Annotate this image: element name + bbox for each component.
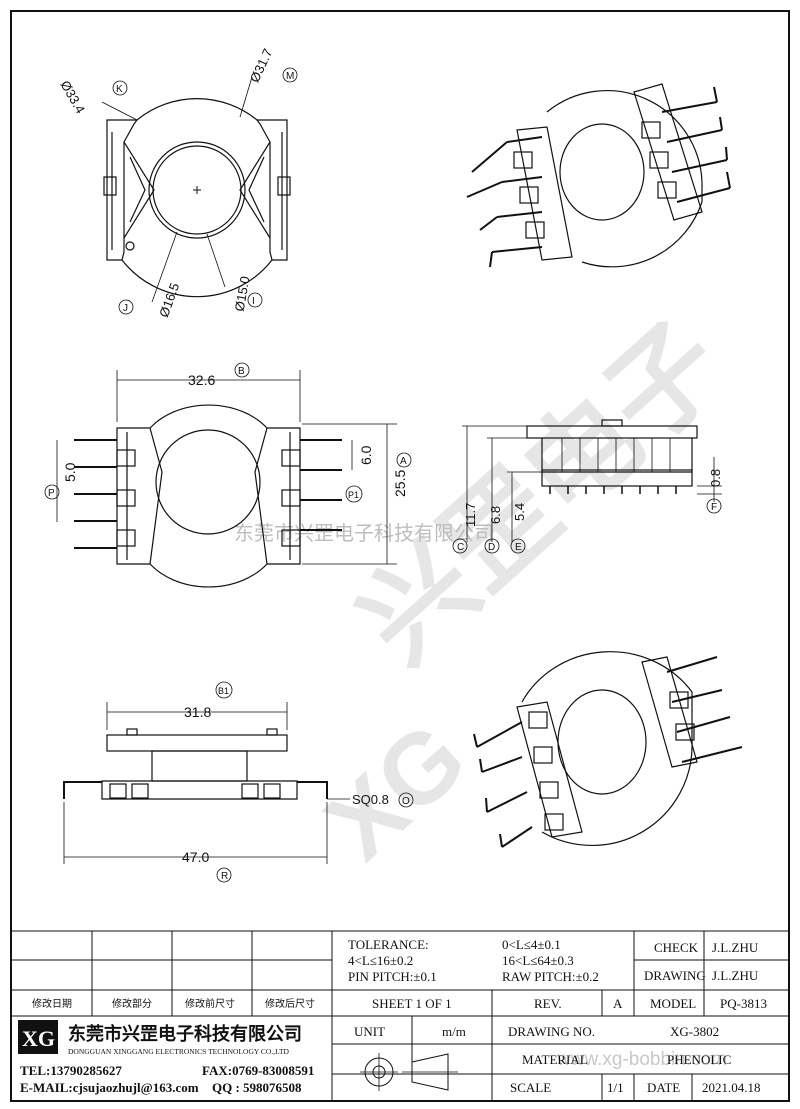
label-p1: P1 <box>348 490 359 500</box>
label-a: A <box>400 456 407 467</box>
rev-value: A <box>613 996 623 1011</box>
company-qq: QQ : 598076508 <box>212 1080 302 1095</box>
check-value: J.L.ZHU <box>712 940 759 955</box>
rev-header-date: 修改日期 <box>32 997 72 1010</box>
logo-mark: XG <box>22 1026 55 1051</box>
label-b: B <box>238 366 245 377</box>
watermark-logo: XG <box>305 701 487 881</box>
rev-header-part: 修改部分 <box>112 997 152 1010</box>
dim-d-text: 6.8 <box>488 506 503 524</box>
side-view: 11.7 C 6.8 D 5.4 E 0.8 F <box>452 419 723 554</box>
watermark-company: 东莞市兴罡电子科技有限公司 <box>234 522 494 545</box>
front-height-dim: 25.5 <box>392 470 408 497</box>
projection-symbol <box>360 1053 458 1091</box>
model-label: MODEL <box>650 996 696 1011</box>
tolerance-label: TOLERANCE: <box>348 937 429 952</box>
bottom-view: 31.8 B1 47.0 R SQ0.8 O <box>63 681 414 883</box>
iso-view-top <box>466 83 731 268</box>
date-label: DATE <box>647 1080 680 1095</box>
model-value: PQ-3813 <box>720 996 767 1011</box>
check-label: CHECK <box>654 940 699 955</box>
label-c: C <box>457 542 464 553</box>
rev-header-after: 修改后尺寸 <box>265 997 315 1010</box>
technical-drawing: 兴罡电子 XG 东莞市兴罡电子科技有限公司 www.xg-bobbin.com … <box>12 46 788 1100</box>
scale-label: SCALE <box>510 1080 551 1095</box>
company-name-en: DONGGUAN XINGGANG ELECTRONICS TECHNOLOGY… <box>68 1047 290 1056</box>
label-m: M <box>286 71 294 82</box>
watermark-website: www.xg-bobbin.com <box>556 1049 727 1070</box>
dim-c-text: 11.7 <box>463 503 478 527</box>
scale-value: 1/1 <box>607 1080 624 1095</box>
front-view: 32.6 B 25.5 A 5.0 P 6.0 P1 <box>44 362 412 588</box>
label-e: E <box>515 542 522 553</box>
label-j: J <box>123 303 128 314</box>
pin-pitch-right: 6.0 <box>358 445 374 465</box>
title-block: 修改日期 修改部分 修改前尺寸 修改后尺寸 TOLERANCE: 0<L≤4±0… <box>12 930 788 1100</box>
unit-label: UNIT <box>354 1024 385 1039</box>
drawing-label: DRAWING <box>644 968 706 983</box>
pin-pitch-left: 5.0 <box>62 462 78 482</box>
dia-j-text: Ø16.5 <box>156 281 182 319</box>
tolerance-3: 16<L≤64±0.3 <box>502 953 574 968</box>
label-p: P <box>48 488 55 499</box>
dia-m-text: Ø31.7 <box>247 46 276 84</box>
sheet-text: SHEET 1 OF 1 <box>372 996 452 1011</box>
company-email: E-MAIL:cjsujaozhujl@163.com <box>20 1080 199 1095</box>
label-b1: B1 <box>218 686 229 696</box>
bottom-total-dim: 47.0 <box>182 849 209 865</box>
company-tel: TEL:13790285627 <box>20 1063 122 1078</box>
label-k: K <box>116 84 123 95</box>
tolerance-1: 0<L≤4±0.1 <box>502 937 561 952</box>
company-logo: XG <box>18 1020 58 1054</box>
rev-header-before: 修改前尺寸 <box>185 997 235 1010</box>
unit-value: m/m <box>442 1024 466 1039</box>
dim-e-text: 5.4 <box>512 503 527 521</box>
material-value: PHENOLIC <box>667 1052 731 1067</box>
pin-pitch: PIN PITCH:±0.1 <box>348 969 437 984</box>
drawing-no-value: XG-3802 <box>670 1024 719 1039</box>
rev-label: REV. <box>534 996 562 1011</box>
dim-f-text: 0.8 <box>708 469 723 487</box>
dia-k-text: Ø33.4 <box>57 78 88 116</box>
label-i: I <box>252 296 255 307</box>
top-view: Ø33.4 K Ø31.7 M Ø16.5 J Ø15.0 I <box>57 46 298 319</box>
drawing-value: J.L.ZHU <box>712 968 759 983</box>
material-label: MATERIAL <box>522 1052 588 1067</box>
date-value: 2021.04.18 <box>702 1080 761 1095</box>
company-fax: FAX:0769-83008591 <box>202 1063 314 1078</box>
bottom-top-dim: 31.8 <box>184 704 211 720</box>
label-f: F <box>711 502 717 513</box>
dia-i-text: Ø15.0 <box>232 275 253 312</box>
label-o: O <box>402 796 410 807</box>
drawing-no-label: DRAWING NO. <box>508 1024 595 1039</box>
iso-view-bottom <box>473 651 743 848</box>
label-d: D <box>488 542 495 553</box>
label-r: R <box>221 871 228 882</box>
raw-pitch: RAW PITCH:±0.2 <box>502 969 599 984</box>
drawing-sheet: 兴罡电子 XG 东莞市兴罡电子科技有限公司 www.xg-bobbin.com … <box>10 10 790 1102</box>
company-name-cn: 东莞市兴罡电子科技有限公司 <box>68 1023 302 1044</box>
pin-sq-text: SQ0.8 <box>352 792 389 807</box>
tolerance-2: 4<L≤16±0.2 <box>348 953 413 968</box>
front-width-dim: 32.6 <box>188 372 215 388</box>
